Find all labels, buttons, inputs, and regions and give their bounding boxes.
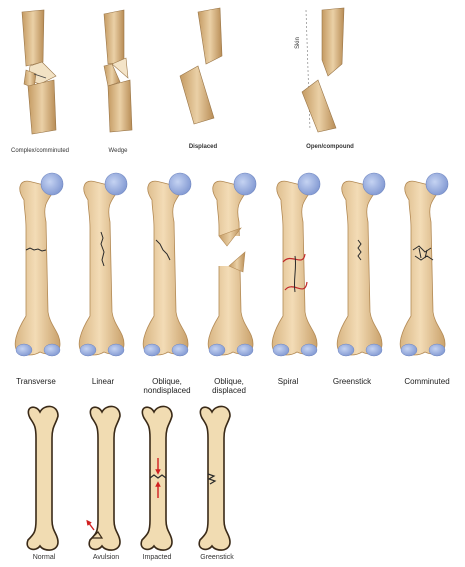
row2-femur-group xyxy=(15,173,448,356)
bone-greenstick xyxy=(199,406,230,550)
label-avulsion: Avulsion xyxy=(84,554,128,562)
label-comminuted: Comminuted xyxy=(392,378,462,387)
label-wedge: Wedge xyxy=(98,148,138,155)
row1-displaced-illustration xyxy=(180,8,222,124)
label-impacted: Impacted xyxy=(134,554,180,562)
row1-open-compound-illustration xyxy=(302,8,344,132)
femur-oblique-displaced xyxy=(208,173,256,356)
femur-transverse xyxy=(15,173,63,356)
row3-bone-group xyxy=(27,406,230,550)
row1-complex-comminuted-illustration xyxy=(22,10,56,134)
femur-linear xyxy=(79,173,127,356)
label-greenstick-row3: Greenstick xyxy=(192,554,242,562)
femur-comminuted xyxy=(400,173,448,356)
label-skin: Skin xyxy=(295,37,301,49)
femoral-head-cartilage xyxy=(363,173,385,195)
label-complex-comminuted: Complex/comminuted xyxy=(4,148,76,155)
femoral-head-cartilage xyxy=(41,173,63,195)
row1-wedge-illustration xyxy=(104,10,132,132)
label-oblique-nondisplaced: Oblique, nondisplaced xyxy=(134,378,200,396)
femoral-head-cartilage xyxy=(105,173,127,195)
label-displaced: Displaced xyxy=(178,144,228,151)
label-linear: Linear xyxy=(78,378,128,387)
bone-normal xyxy=(27,406,58,550)
bone-impacted xyxy=(141,406,172,550)
femur-oblique-nondisplaced xyxy=(143,173,191,356)
label-oblique-displaced: Oblique, displaced xyxy=(202,378,256,396)
label-transverse: Transverse xyxy=(8,378,64,387)
femoral-head-cartilage xyxy=(169,173,191,195)
label-open-compound: Open/compound xyxy=(300,144,360,151)
femoral-head-cartilage xyxy=(426,173,448,195)
femur-greenstick xyxy=(337,173,385,356)
femoral-head-cartilage xyxy=(298,173,320,195)
femur-spiral xyxy=(272,173,320,356)
femoral-head-cartilage xyxy=(234,173,256,195)
label-greenstick-row2: Greenstick xyxy=(322,378,382,387)
bone-avulsion xyxy=(88,406,120,550)
label-normal: Normal xyxy=(24,554,64,562)
label-spiral: Spiral xyxy=(268,378,308,387)
